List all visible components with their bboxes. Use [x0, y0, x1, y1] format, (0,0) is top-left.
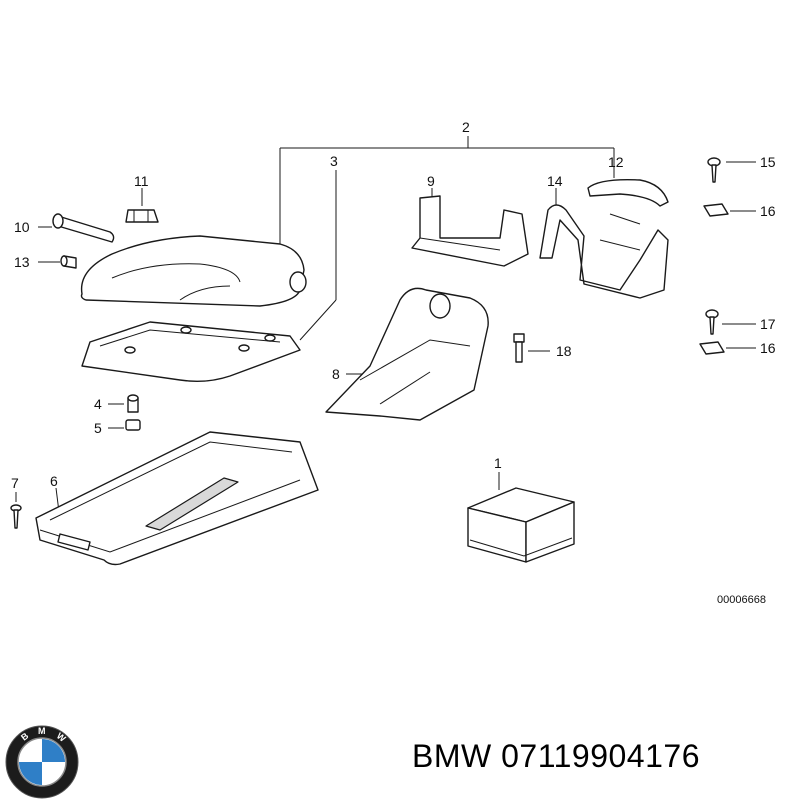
part-14-lever: [539, 204, 669, 299]
callout-4: 4: [94, 396, 102, 412]
part-caption: BMW 07119904176: [412, 738, 700, 775]
part-number: 07119904176: [501, 738, 700, 774]
part-15-screw: [707, 157, 721, 183]
part-9-hinge: [411, 195, 529, 267]
leader-lines: [15, 136, 756, 521]
part-16-clip-lower: [699, 341, 725, 355]
part-16-clip-upper: [703, 203, 729, 217]
part-13-sleeve: [60, 255, 77, 269]
callout-15: 15: [760, 154, 776, 170]
part-12-cap: [587, 178, 669, 207]
svg-text:M: M: [38, 726, 46, 736]
part-7-screw: [10, 504, 22, 529]
callout-16-lower: 16: [760, 340, 776, 356]
callout-16-upper: 16: [760, 203, 776, 219]
reference-number: 00006668: [717, 594, 766, 606]
callout-9: 9: [427, 173, 435, 189]
callout-12: 12: [608, 154, 624, 170]
callout-5: 5: [94, 420, 102, 436]
bmw-logo: B M W: [5, 725, 79, 799]
callout-8: 8: [332, 366, 340, 382]
callout-7: 7: [11, 475, 19, 491]
callout-17: 17: [760, 316, 776, 332]
brand-name: BMW: [412, 738, 492, 774]
callout-14: 14: [547, 173, 563, 189]
part-11-clip: [125, 209, 159, 223]
part-10-pin: [52, 213, 115, 243]
callout-labels: 2 3 11 10 13 9 14 12 15 16 17 16 18 8 4 …: [11, 119, 776, 491]
part-5-nut: [125, 419, 141, 431]
armrest-cover: [80, 235, 307, 307]
part-6-console-tray: [35, 431, 319, 566]
callout-11: 11: [134, 173, 149, 189]
part-18-bolt: [513, 333, 525, 363]
callout-18: 18: [556, 343, 572, 359]
part-3-base-plate: [81, 321, 301, 383]
callout-10: 10: [14, 219, 30, 235]
part-8-bracket: [325, 287, 489, 421]
callout-13: 13: [14, 254, 30, 270]
callout-1: 1: [494, 455, 502, 471]
callout-2: 2: [462, 119, 470, 135]
part-1-kit-box: [467, 487, 575, 563]
part-17-screw: [705, 309, 719, 335]
callout-6: 6: [50, 473, 58, 489]
callout-3: 3: [330, 153, 338, 169]
svg-text:B: B: [19, 730, 31, 742]
part-4-screw: [127, 394, 139, 413]
